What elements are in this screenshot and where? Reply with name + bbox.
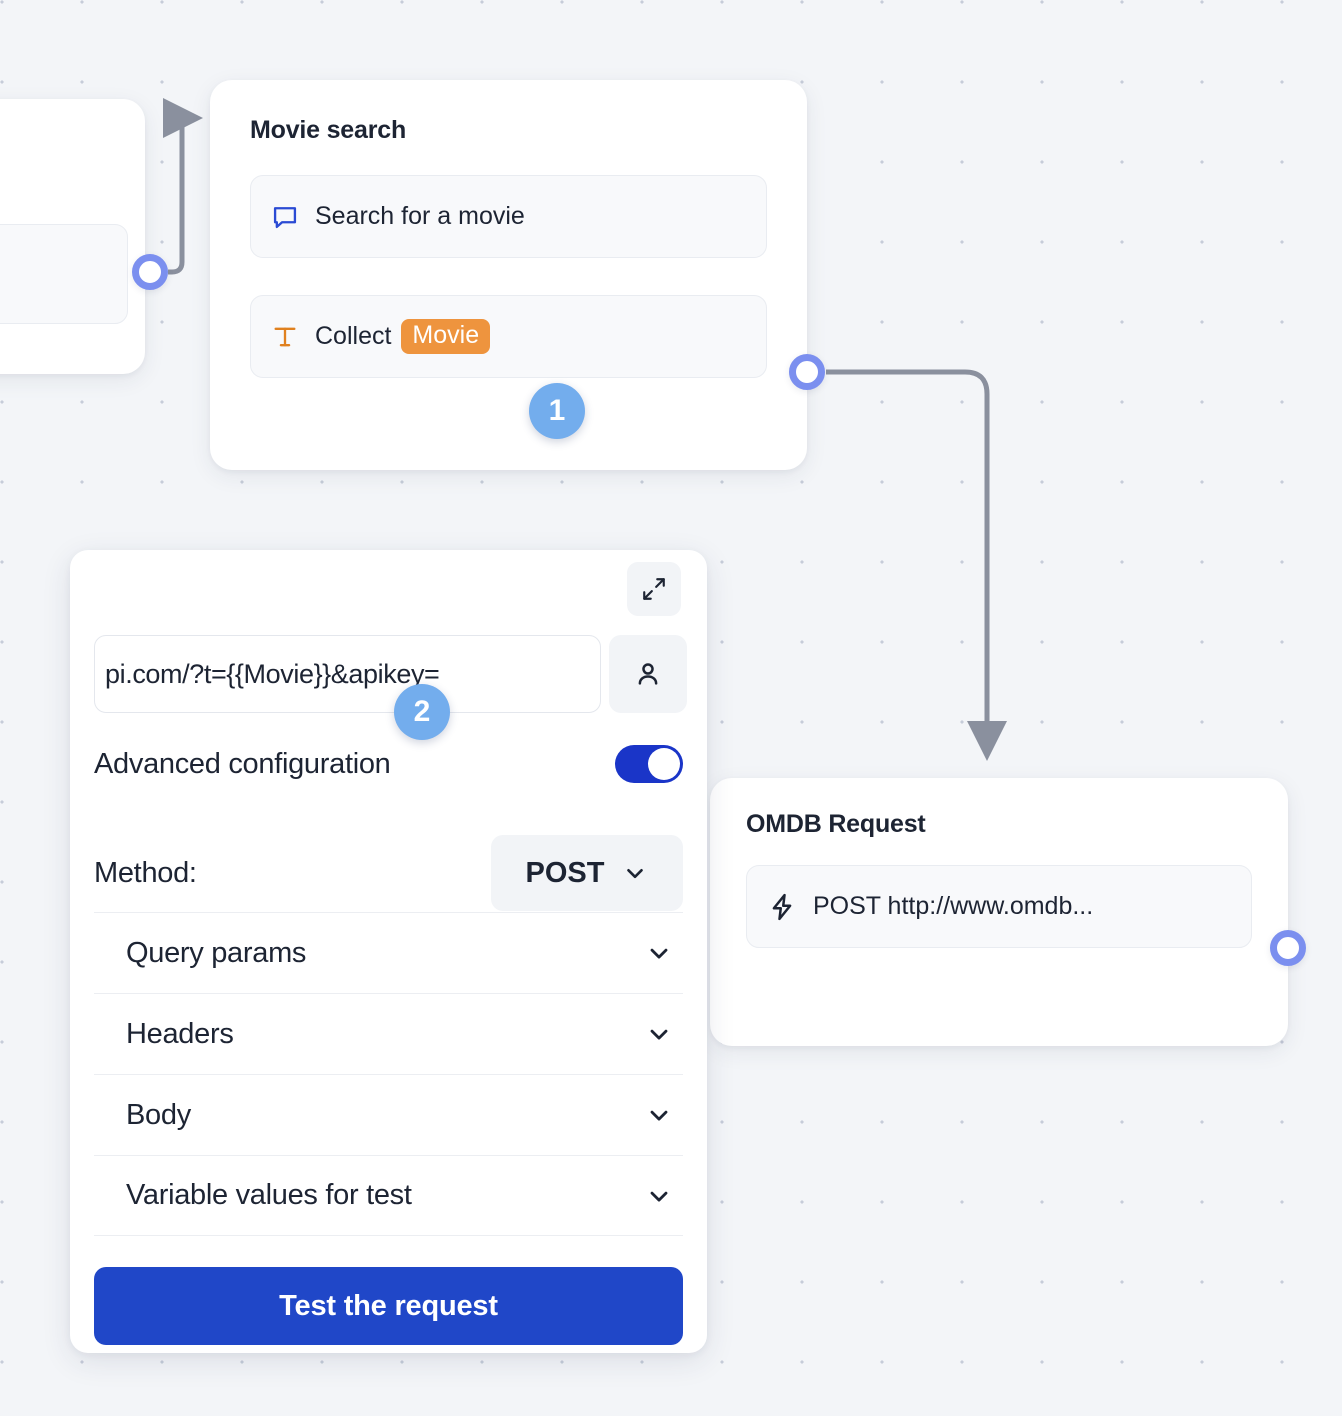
partial-node-offscreen[interactable] (0, 99, 145, 374)
partial-node-row[interactable] (0, 224, 128, 324)
request-config-panel[interactable]: Advanced configuration Method: POST Quer… (70, 550, 707, 1353)
request-sections-accordion: Query params Headers Body (94, 912, 683, 1236)
accordion-item-variable-values-for-test[interactable]: Variable values for test (94, 1155, 683, 1236)
step-badge-1: 1 (529, 383, 585, 439)
person-icon[interactable] (609, 635, 687, 713)
chevron-down-icon (622, 860, 648, 886)
expand-diagonal-icon[interactable] (627, 562, 681, 616)
lightning-bolt-icon (767, 892, 797, 922)
accordion-item-headers[interactable]: Headers (94, 993, 683, 1074)
accordion-label: Variable values for test (126, 1179, 412, 1211)
node-omdb-request-title: OMDB Request (746, 810, 926, 838)
chevron-down-icon (645, 939, 673, 967)
accordion-label: Query params (126, 936, 307, 969)
chevron-down-icon (645, 1020, 673, 1048)
accordion-item-body[interactable]: Body (94, 1074, 683, 1155)
node-movie-search[interactable]: Movie search Search for a movie Collect … (210, 80, 807, 470)
node-row-label: Collect Movie (315, 319, 491, 354)
node-row-label: Search for a movie (315, 202, 525, 230)
advanced-configuration-toggle[interactable] (615, 745, 683, 783)
chat-bubble-icon (271, 203, 299, 231)
node-movie-search-title: Movie search (250, 116, 407, 144)
port-left-node-output[interactable] (132, 254, 168, 290)
url-row[interactable] (94, 635, 687, 713)
text-type-icon (271, 323, 299, 351)
variable-tag-movie[interactable]: Movie (401, 319, 491, 354)
node-omdb-request[interactable]: OMDB Request POST http://www.omdb... (710, 778, 1288, 1046)
request-url-input[interactable] (94, 635, 601, 713)
advanced-configuration-row[interactable]: Advanced configuration (94, 745, 683, 783)
edge-left-to-movie (163, 98, 203, 275)
chevron-down-icon (645, 1101, 673, 1129)
edge-movie-to-omdb (826, 369, 1007, 761)
node-row-collect-movie[interactable]: Collect Movie (250, 295, 767, 378)
method-row: Method: POST (94, 835, 683, 911)
node-row-label: POST http://www.omdb... (813, 892, 1094, 920)
node-row-post-request[interactable]: POST http://www.omdb... (746, 865, 1252, 948)
method-selected-value: POST (525, 856, 605, 889)
accordion-label: Body (126, 1098, 191, 1131)
test-the-request-button[interactable]: Test the request (94, 1267, 683, 1345)
chevron-down-icon (645, 1182, 673, 1210)
advanced-configuration-label: Advanced configuration (94, 747, 391, 780)
step-badge-2: 2 (394, 684, 450, 740)
method-select[interactable]: POST (491, 835, 683, 911)
port-omdb-request-output[interactable] (1270, 930, 1306, 966)
accordion-label: Headers (126, 1017, 234, 1050)
port-movie-search-output[interactable] (789, 354, 825, 390)
collect-label: Collect (315, 322, 392, 350)
accordion-item-query-params[interactable]: Query params (94, 912, 683, 993)
node-row-search-for-a-movie[interactable]: Search for a movie (250, 175, 767, 258)
method-label: Method: (94, 856, 197, 889)
